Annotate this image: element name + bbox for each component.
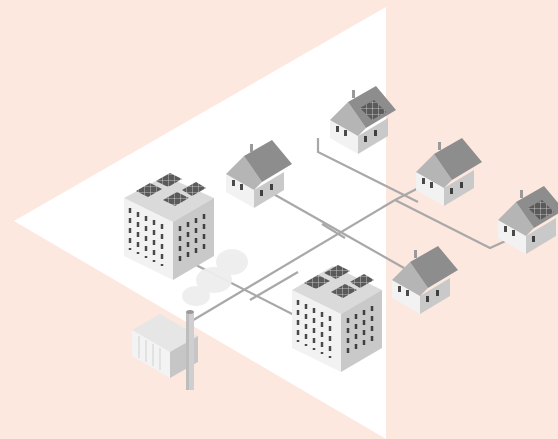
house-icon — [498, 186, 558, 254]
house-icon — [416, 138, 482, 206]
house-icon — [392, 246, 458, 314]
power-plant-icon — [132, 310, 198, 390]
